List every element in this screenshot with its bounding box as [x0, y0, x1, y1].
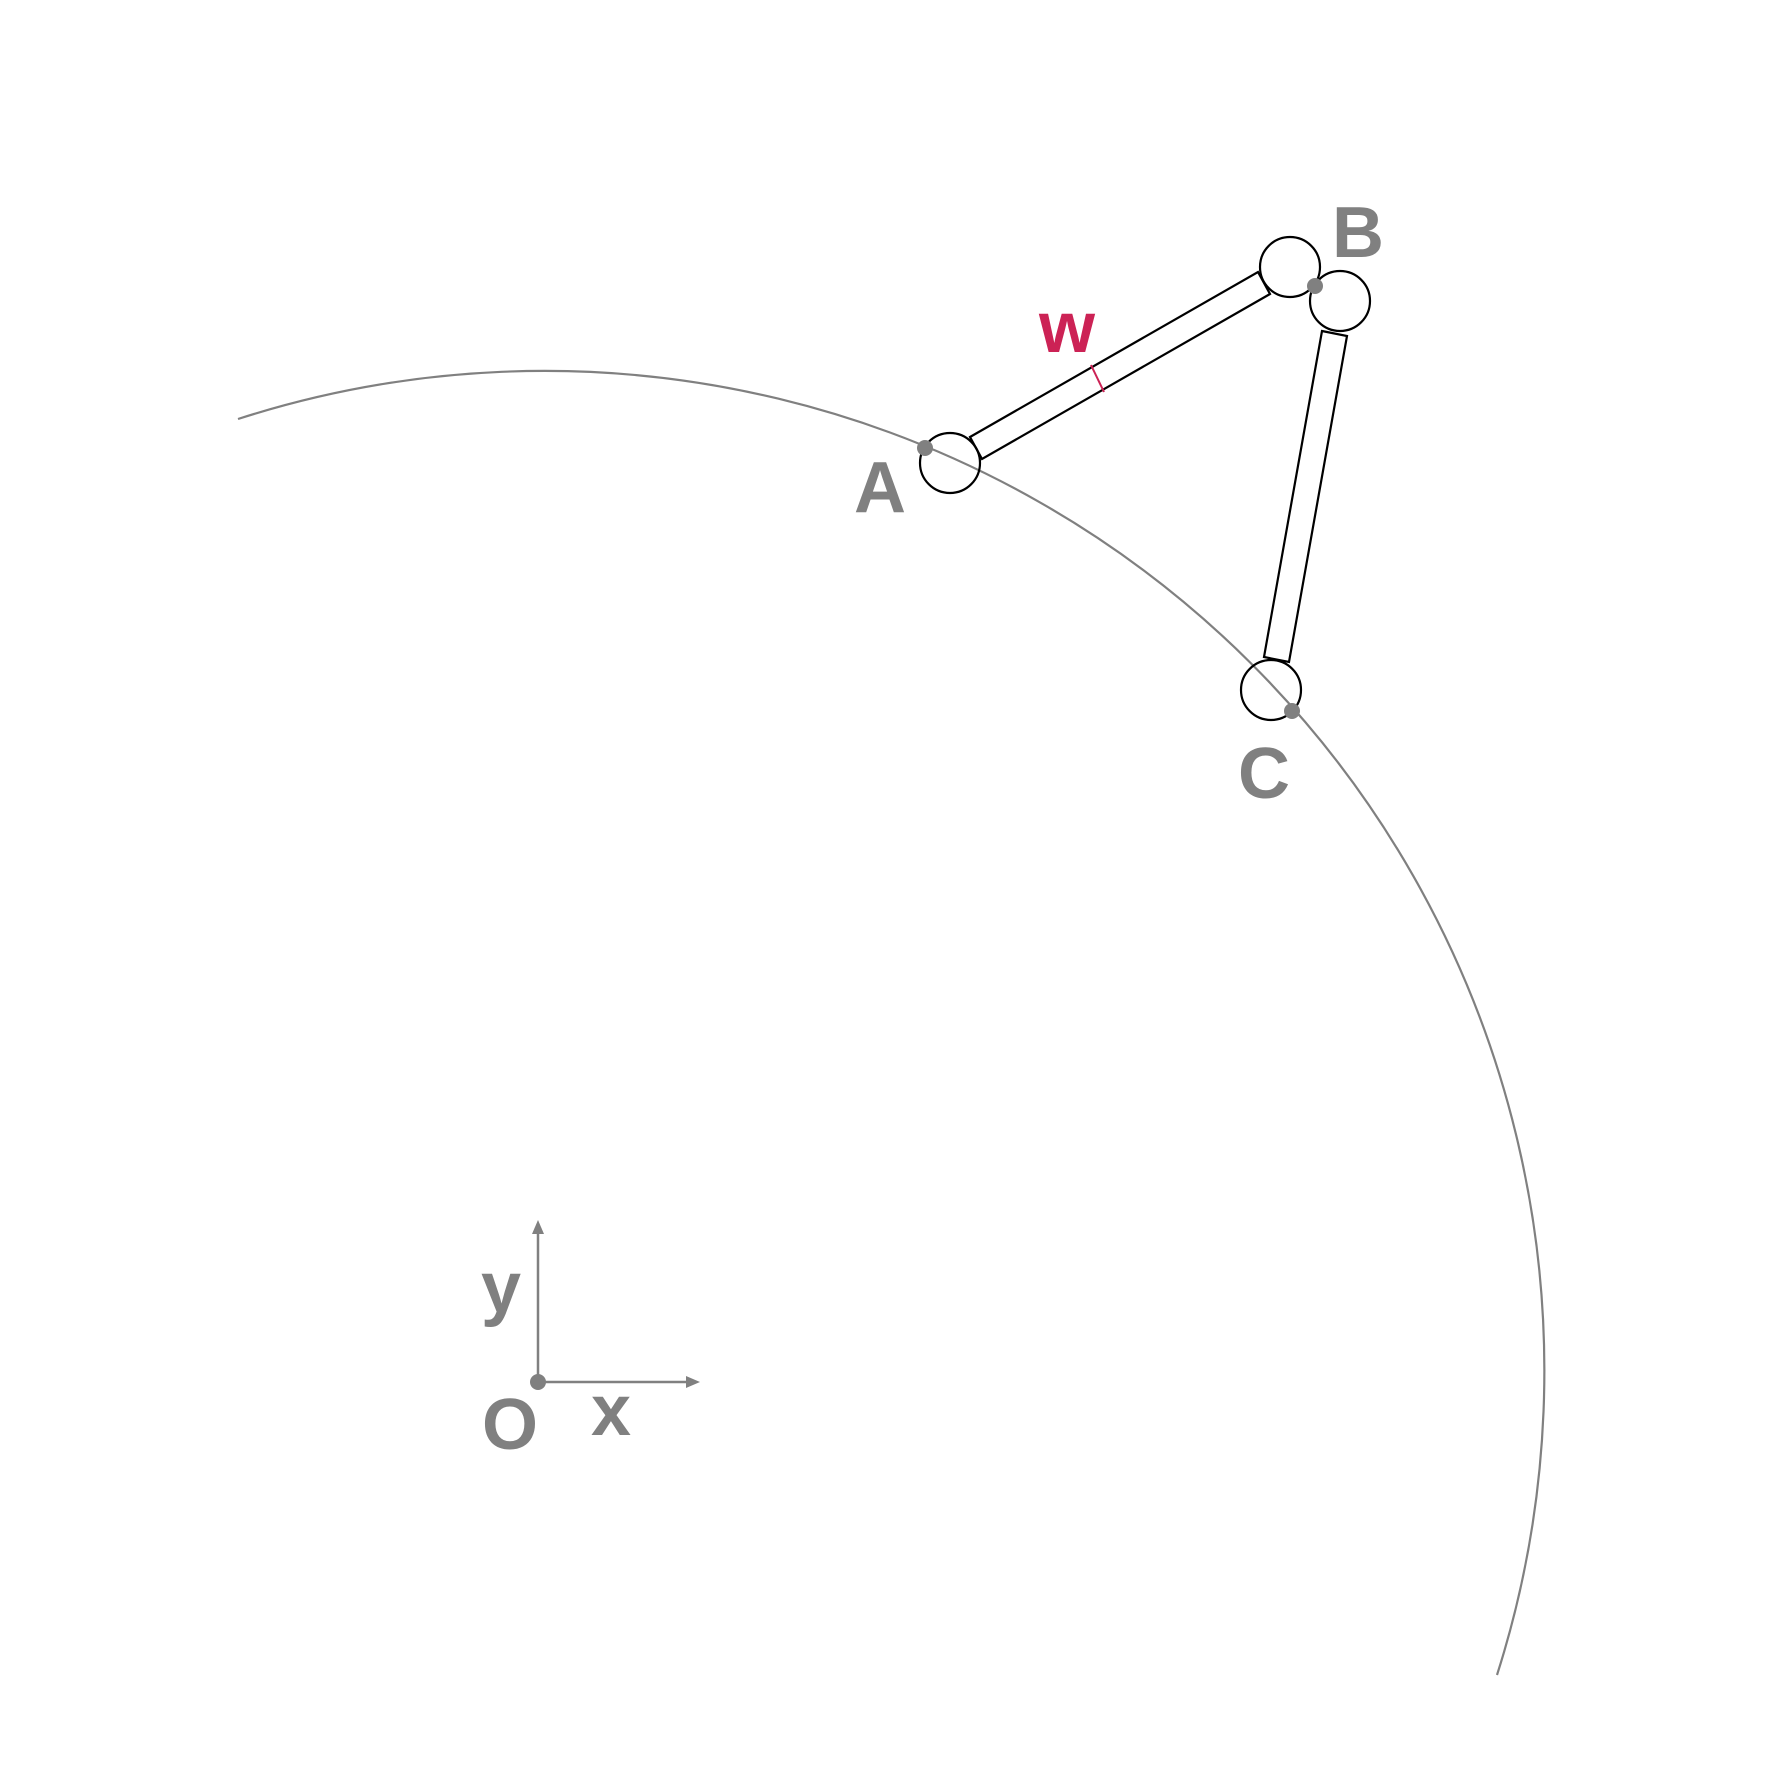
y-axis-arrowhead: [532, 1220, 544, 1234]
point-c: [1284, 703, 1300, 719]
joint-a-circle: [918, 431, 982, 495]
origin-point: [530, 1374, 546, 1390]
joint-c-circle: [1239, 658, 1303, 722]
link-bc: [1262, 329, 1349, 664]
joint-b-lower-circle: [1308, 269, 1372, 333]
label-width: w: [1038, 288, 1096, 368]
link-ab: [968, 270, 1272, 461]
label-y-axis: y: [481, 1248, 521, 1328]
width-dimension-marker: [1090, 364, 1105, 393]
label-b: B: [1332, 193, 1384, 273]
point-a: [917, 440, 933, 456]
label-origin: O: [482, 1385, 538, 1465]
label-x-axis: x: [591, 1371, 631, 1451]
x-axis-arrowhead: [686, 1376, 700, 1388]
label-c: C: [1238, 734, 1290, 814]
point-b: [1307, 278, 1323, 294]
reference-arc: [237, 369, 1546, 1676]
label-a: A: [854, 448, 906, 528]
joint-b-upper-circle: [1258, 235, 1322, 299]
